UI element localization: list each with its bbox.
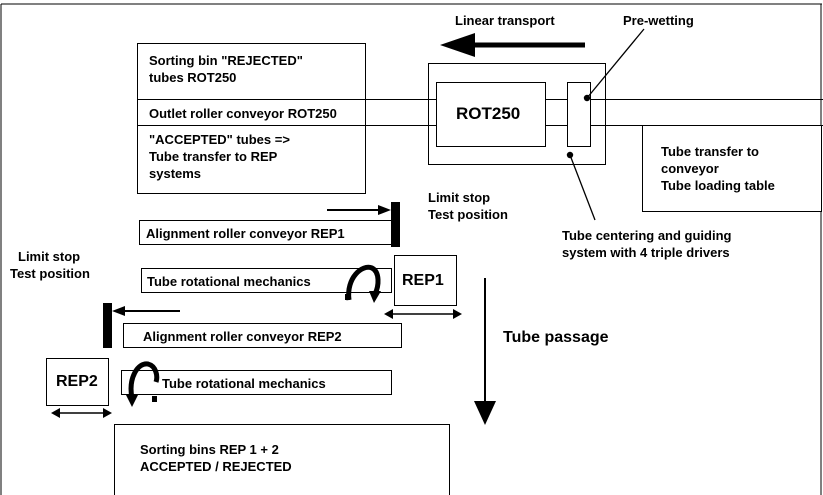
alignment-rep2-box — [123, 323, 402, 348]
accepted-label-line3: systems — [149, 166, 202, 181]
accepted-label-line2: Tube transfer to REP — [149, 149, 278, 164]
rotation-1-tick — [345, 294, 350, 300]
alignment-rep2-label: Alignment roller conveyor REP2 — [143, 329, 342, 344]
rep1-travel-right-head — [453, 309, 462, 319]
linear-transport-label: Linear transport — [455, 13, 555, 28]
sorting-bin-rejected-box — [137, 43, 366, 194]
limit-stop-1-label-line2: Test position — [428, 207, 508, 222]
limit-stop-2-label-line2: Test position — [10, 266, 90, 281]
tube-transfer-label-line1: Tube transfer to — [661, 144, 759, 159]
rep2-label: REP2 — [56, 373, 98, 390]
centering-label-line1: Tube centering and guiding — [562, 228, 732, 243]
limit-stop-2-label-line1: Limit stop — [18, 249, 81, 264]
pre-wetting-leader — [586, 28, 645, 99]
rotation-1-curve — [346, 264, 381, 301]
outlet-conveyor-label: Outlet roller conveyor ROT250 — [149, 106, 337, 121]
limit-arrow-2-head — [112, 306, 125, 316]
rotation-1-arrowhead — [369, 291, 381, 303]
rep1-box — [394, 255, 457, 306]
tube-passage-arrow-head — [474, 401, 496, 425]
limit-arrow-1-head — [378, 205, 391, 215]
rotational-2-label: Tube rotational mechanics — [162, 376, 326, 391]
rotation-2-tick — [152, 396, 157, 402]
limit-stop-1-bar — [391, 202, 400, 247]
pre-wetting-label: Pre-wetting — [623, 13, 694, 28]
rotational-1-label: Tube rotational mechanics — [147, 274, 311, 289]
rep2-travel-right-head — [103, 408, 112, 418]
rep1-travel-left-head — [384, 309, 393, 319]
sorting-bin-rejected-label-line2: tubes ROT250 — [149, 70, 237, 85]
accepted-label-line1: "ACCEPTED" tubes => — [149, 132, 290, 147]
sorting-bins-label-line1: Sorting bins REP 1 + 2 — [140, 442, 279, 457]
rot250-box — [436, 82, 546, 147]
alignment-rep1-label: Alignment roller conveyor REP1 — [146, 226, 345, 241]
rep2-box — [46, 358, 109, 406]
linear-transport-arrow-head — [440, 33, 475, 57]
tube-passage-label: Tube passage — [503, 329, 609, 346]
centering-leader — [569, 154, 596, 221]
centering-label-line2: system with 4 triple drivers — [562, 245, 730, 260]
limit-stop-1-label-line1: Limit stop — [428, 190, 491, 205]
rep2-travel-left-head — [51, 408, 60, 418]
sorting-bins-box — [114, 424, 450, 495]
tube-transfer-label-line2: conveyor — [661, 161, 719, 176]
sorting-bins-label-line2: ACCEPTED / REJECTED — [140, 459, 292, 474]
rotation-2-arrowhead — [126, 395, 138, 407]
tube-transfer-box — [642, 125, 822, 212]
limit-stop-2-bar — [103, 303, 112, 348]
pre-wetting-box — [567, 82, 591, 147]
rotational-2-box — [121, 370, 392, 395]
sorting-bin-rejected-label-line1: Sorting bin "REJECTED" — [149, 53, 303, 68]
tube-transfer-label-line3: Tube loading table — [661, 178, 775, 193]
rep1-label: REP1 — [402, 272, 444, 289]
rot250-label: ROT250 — [456, 104, 521, 123]
rotation-2-curve — [128, 361, 160, 399]
alignment-rep1-box — [139, 220, 395, 245]
